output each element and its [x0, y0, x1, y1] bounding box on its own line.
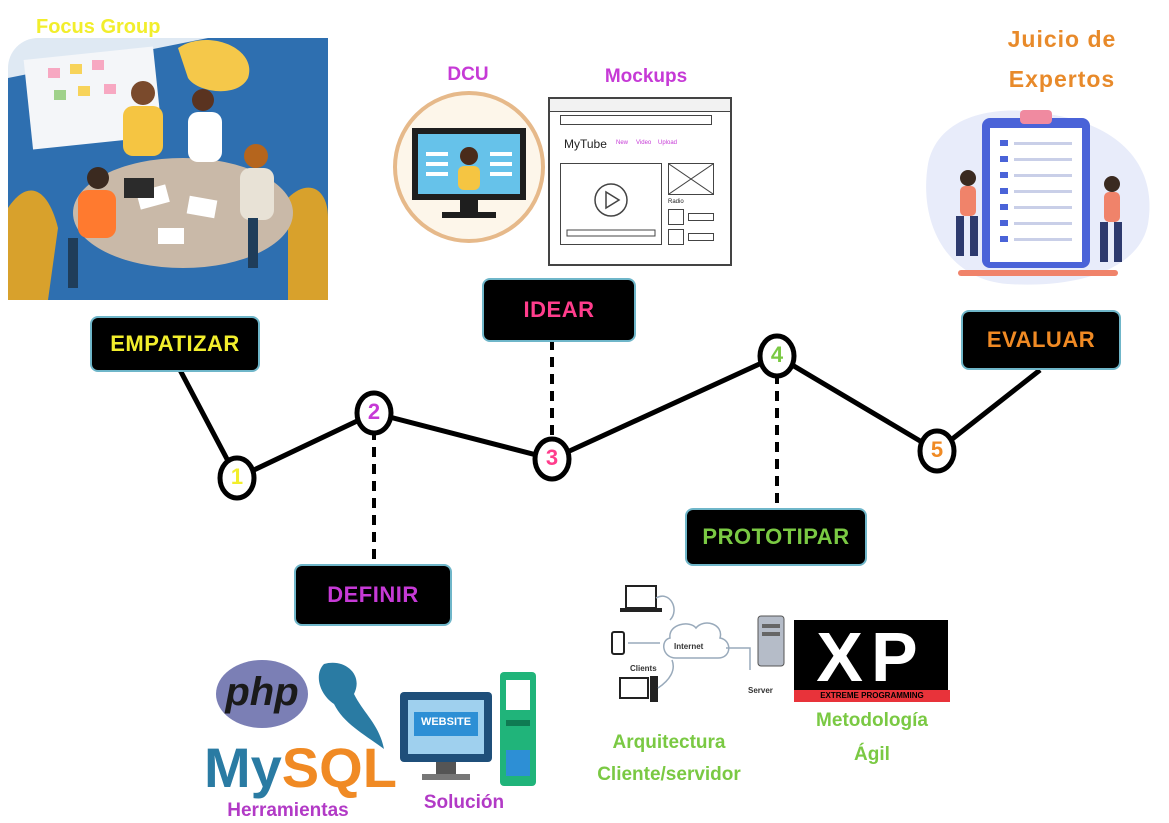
mockup-address-bar [560, 115, 712, 125]
mockup-small-bar-1 [688, 213, 714, 221]
node-2-number: 2 [367, 399, 381, 424]
website-illustration [400, 672, 536, 786]
focus-group-illustration [8, 38, 328, 300]
process-line [177, 353, 1042, 482]
mockup-brand: MyTube [564, 137, 607, 151]
mockup-thumb [668, 163, 714, 195]
mockup-wireframe: MyTube New Video Upload Radio [548, 97, 732, 266]
node-4-number: 4 [770, 342, 784, 367]
client-server-diagram [611, 585, 785, 702]
dcu-illustration [393, 91, 545, 243]
metodologia-caption-line2: Ágil [854, 744, 890, 765]
node-3 [532, 436, 572, 482]
server-icon [757, 615, 785, 667]
mysql-logo-my: My [204, 736, 282, 799]
metodologia-caption-line1: Metodología [816, 710, 928, 731]
mockup-titlebar [550, 99, 730, 112]
play-icon [566, 183, 656, 237]
xp-logo-subtitle: EXTREME PROGRAMMING [794, 690, 950, 702]
laptop-icon [625, 585, 657, 609]
mockup-link-upload: Upload [658, 140, 678, 146]
mockup-small-thumb-1 [668, 209, 684, 225]
expert-review-illustration [926, 110, 1150, 285]
mockup-small-bar-2 [688, 233, 714, 241]
node-5-number: 5 [930, 437, 944, 462]
juicio-caption-line1: Juicio de [1007, 26, 1117, 52]
node-3-number: 3 [545, 445, 559, 470]
internet-cloud-icon [663, 622, 730, 659]
mysql-logo-sql: SQL [281, 736, 397, 799]
phone-icon [611, 631, 625, 655]
node-2 [354, 390, 394, 436]
arquitectura-caption-line1: Arquitectura [612, 732, 726, 753]
mockup-small-thumb-2 [668, 229, 684, 245]
juicio-caption-line2: Expertos [1008, 66, 1116, 92]
stage-definir: DEFINIR [296, 566, 450, 624]
php-mysql-logos [216, 660, 384, 749]
stage-idear: IDEAR [484, 280, 634, 340]
node-1 [217, 455, 257, 501]
node-5 [917, 428, 957, 474]
mockup-link-new: New [616, 140, 629, 146]
node-4 [757, 333, 797, 379]
clients-label: Clients [630, 664, 657, 673]
stage-prototipar: PROTOTIPAR [687, 510, 865, 564]
mockup-side-label: Radio [668, 199, 684, 205]
node-1-number: 1 [230, 464, 244, 489]
focus-group-caption: Focus Group [36, 16, 161, 38]
xp-logo: XP [794, 620, 948, 694]
desktop-icon [619, 677, 649, 699]
mockup-video-area [560, 163, 662, 245]
herramientas-caption: Herramientas [227, 800, 349, 821]
website-logo-text: WEBSITE [420, 716, 472, 728]
php-logo-text: php [225, 670, 299, 714]
stage-empatizar: EMPATIZAR [92, 318, 258, 370]
dcu-caption: DCU [447, 64, 489, 85]
server-label: Server [748, 686, 773, 695]
mockup-link-video: Video [636, 140, 652, 146]
mockups-caption: Mockups [604, 66, 688, 87]
stage-evaluar: EVALUAR [963, 312, 1119, 368]
mysql-logo: MySQL [204, 740, 397, 796]
solucion-caption: Solución [423, 792, 505, 813]
internet-label: Internet [674, 642, 704, 651]
arquitectura-caption-line2: Cliente/servidor [597, 764, 741, 785]
